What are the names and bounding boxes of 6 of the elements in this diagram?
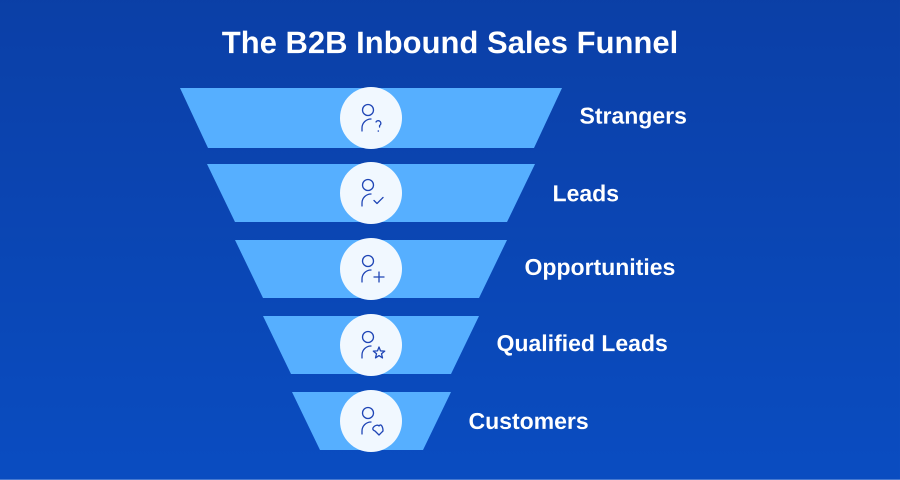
node-label: Customers xyxy=(469,412,588,430)
node-label: Strangers xyxy=(580,108,686,128)
node-label: Leads xyxy=(554,184,618,202)
node-label: Qualified Leads xyxy=(497,334,667,356)
title: The B2B Inbound Sales Funnel xyxy=(222,30,676,54)
node-label: Opportunities xyxy=(525,258,674,280)
